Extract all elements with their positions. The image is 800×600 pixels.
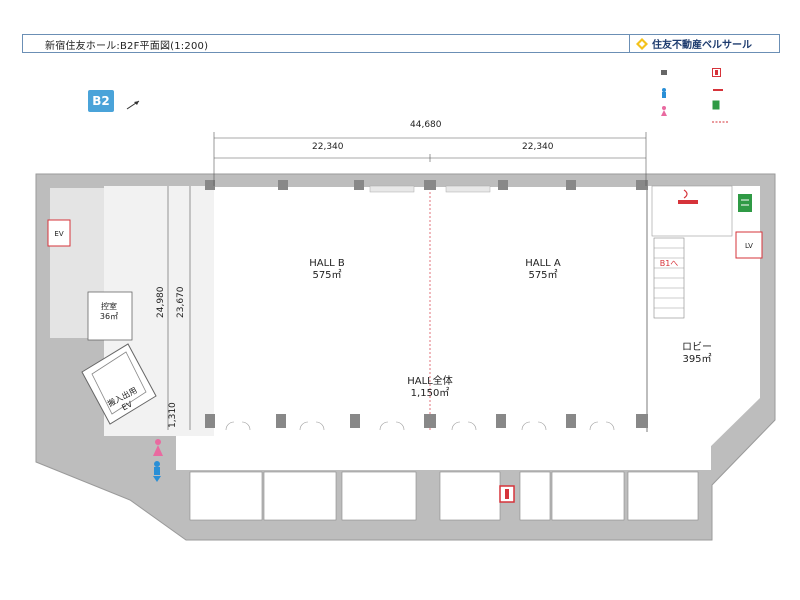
hall-b-area: 575㎡ — [312, 270, 342, 281]
emergency-exit-sign — [738, 194, 752, 212]
north-arrow-icon — [126, 100, 140, 110]
smoking-icon — [713, 89, 723, 91]
brand-logo: 住友不動産ベルサール — [629, 35, 779, 52]
hall-a-label: HALL A 575㎡ — [506, 258, 580, 282]
hall-b-label: HALL B 575㎡ — [290, 258, 364, 282]
emergency-exit-icon — [712, 100, 720, 110]
hall-all-area: 1,150㎡ — [410, 388, 450, 399]
brand-diamond-icon — [636, 37, 648, 50]
dim-right-width: 22,340 — [522, 142, 554, 152]
phone-icon — [661, 70, 667, 75]
dashed-line-icon — [712, 121, 728, 123]
lv-label: LV — [745, 242, 753, 250]
legend-womens-restroom — [660, 106, 668, 116]
legend-mens-restroom — [660, 88, 668, 98]
lobby-label: ロビー 395㎡ — [666, 342, 728, 366]
stairs-b1 — [653, 237, 685, 319]
womens-restroom-marker — [153, 439, 163, 456]
hall-all-name: HALL全体 — [407, 376, 453, 387]
dim-total-width: 44,680 — [410, 120, 442, 130]
legend-phone — [660, 68, 668, 76]
smoking-room — [651, 185, 733, 237]
legend-emergency-exit — [712, 100, 720, 110]
legend-smoking — [712, 84, 724, 92]
smoking-area-icon — [678, 189, 698, 204]
mens-restroom-marker — [153, 461, 161, 482]
legend-fire-extinguisher — [712, 68, 721, 77]
hall-b-name: HALL B — [309, 258, 345, 269]
lobby-name: ロビー — [682, 342, 712, 353]
lobby-area: 395㎡ — [682, 354, 712, 365]
south-corridor — [176, 432, 711, 470]
mens-restroom-icon — [662, 88, 666, 98]
dim-height-outer: 23,670 — [176, 286, 186, 319]
hall-a-area: 575㎡ — [528, 270, 558, 281]
control-room-area: 36㎡ — [99, 312, 119, 321]
control-room-name: 控室 — [101, 302, 117, 311]
freight-elevator — [81, 343, 157, 425]
hall-all-label: HALL全体 1,150㎡ — [390, 376, 470, 400]
header-bar: 新宿住友ホール:B2F平面図(1:200) 住友不動産ベルサール — [22, 34, 780, 53]
hall-a-name: HALL A — [525, 258, 561, 269]
ev-label: EV — [54, 230, 64, 238]
page-title: 新宿住友ホール:B2F平面図(1:200) — [45, 41, 209, 52]
b1-stairs-label: B1へ — [659, 259, 679, 268]
legend-hall-divider — [712, 120, 728, 124]
womens-restroom-icon — [661, 106, 667, 116]
dim-height-inner: 24,980 — [156, 286, 166, 319]
control-room — [87, 291, 133, 341]
dim-small: 1,310 — [168, 402, 178, 428]
elevator-box — [47, 219, 71, 247]
dim-left-width: 22,340 — [312, 142, 344, 152]
floor-badge: B2 — [88, 90, 114, 112]
lv-box — [735, 231, 763, 259]
fire-extinguisher-icon — [712, 68, 721, 77]
brand-name: 住友不動産ベルサール — [652, 40, 752, 51]
control-room-label: 控室 36㎡ — [86, 302, 132, 322]
